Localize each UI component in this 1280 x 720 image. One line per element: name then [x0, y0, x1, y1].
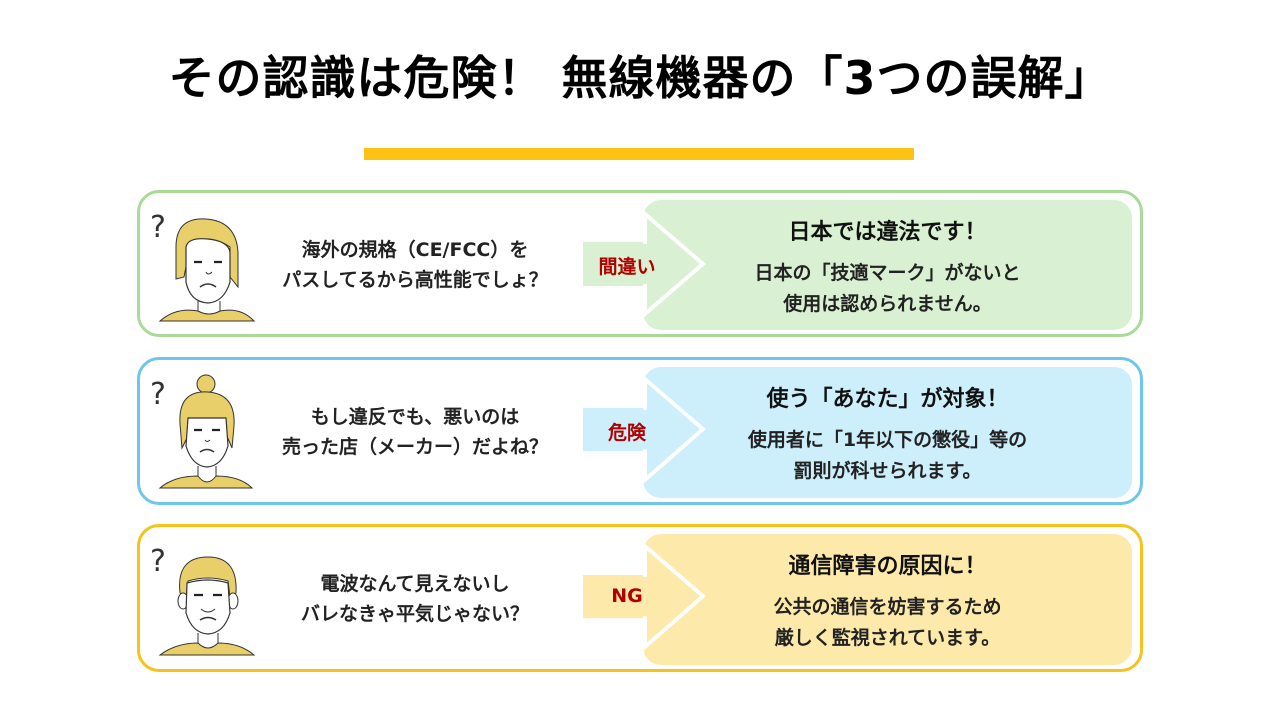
- short-hair-man-worried-face-icon: ?: [150, 544, 256, 656]
- title-underline-bar: [364, 148, 914, 160]
- answer-body: 日本の「技適マーク」がないと 使用は認められません。: [643, 258, 1132, 320]
- answer-title: 使う「あなた」が対象！: [766, 387, 1009, 412]
- answer-body: 公共の通信を妨害するため 厳しく監視されています。: [643, 592, 1132, 654]
- blonde-man-confused-face-icon: ?: [150, 210, 256, 322]
- question-line-1: もし違反でも、悪いのは: [310, 406, 520, 428]
- answer-box: 日本では違法です！ 日本の「技適マーク」がないと 使用は認められません。: [643, 200, 1132, 330]
- verdict-label: 危険: [607, 422, 646, 444]
- misconception-question: 海外の規格（CE/FCC）を パスしてるから高性能でしょ？: [240, 235, 590, 295]
- svg-text:?: ?: [150, 544, 166, 579]
- answer-line-1: 使用者に「1年以下の懲役」等の: [747, 429, 1028, 451]
- answer-title: 日本では違法です！: [788, 220, 987, 245]
- misconception-question: 電波なんて見えないし バレなきゃ平気じゃない？: [240, 569, 590, 629]
- answer-line-1: 日本の「技適マーク」がないと: [754, 262, 1021, 284]
- answer-line-2: 使用は認められません。: [783, 293, 992, 315]
- svg-text:?: ?: [150, 210, 166, 245]
- misconception-card-1: ? 海外の規格（CE/FCC）を パスしてるから高性能でしょ？ 日本では違法です…: [137, 190, 1143, 337]
- answer-title: 通信障害の原因に！: [788, 554, 987, 579]
- svg-text:?: ?: [150, 377, 166, 412]
- verdict-label: 間違い: [598, 256, 656, 278]
- answer-line-1: 公共の通信を妨害するため: [773, 596, 1002, 618]
- page-title: その認識は危険！ 無線機器の「3つの誤解」: [168, 51, 1112, 105]
- question-line-2: バレなきゃ平気じゃない？: [300, 603, 529, 625]
- answer-line-2: 厳しく監視されています。: [774, 627, 1001, 649]
- answer-box: 使う「あなた」が対象！ 使用者に「1年以下の懲役」等の 罰則が科せられます。: [643, 367, 1132, 498]
- question-line-1: 電波なんて見えないし: [320, 573, 510, 595]
- blonde-woman-confused-face-icon: ?: [150, 374, 254, 489]
- answer-box: 通信障害の原因に！ 公共の通信を妨害するため 厳しく監視されています。: [643, 534, 1132, 665]
- verdict-label: NG: [611, 585, 643, 607]
- question-line-2: パスしてるから高性能でしょ？: [282, 269, 548, 291]
- question-line-2: 売った店（メーカー）だよね？: [281, 436, 548, 458]
- question-line-1: 海外の規格（CE/FCC）を: [301, 239, 529, 261]
- misconception-question: もし違反でも、悪いのは 売った店（メーカー）だよね？: [240, 402, 590, 462]
- answer-body: 使用者に「1年以下の懲役」等の 罰則が科せられます。: [643, 425, 1132, 487]
- answer-line-2: 罰則が科せられます。: [793, 460, 982, 482]
- misconception-card-3: ? 電波なんて見えないし バレなきゃ平気じゃない？ 通信障害の原因に！ 公共の通…: [137, 524, 1143, 672]
- misconception-card-2: ? もし違反でも、悪いのは 売った店（メーカー）だよね？ 使う「あなた」が対象！…: [137, 357, 1143, 505]
